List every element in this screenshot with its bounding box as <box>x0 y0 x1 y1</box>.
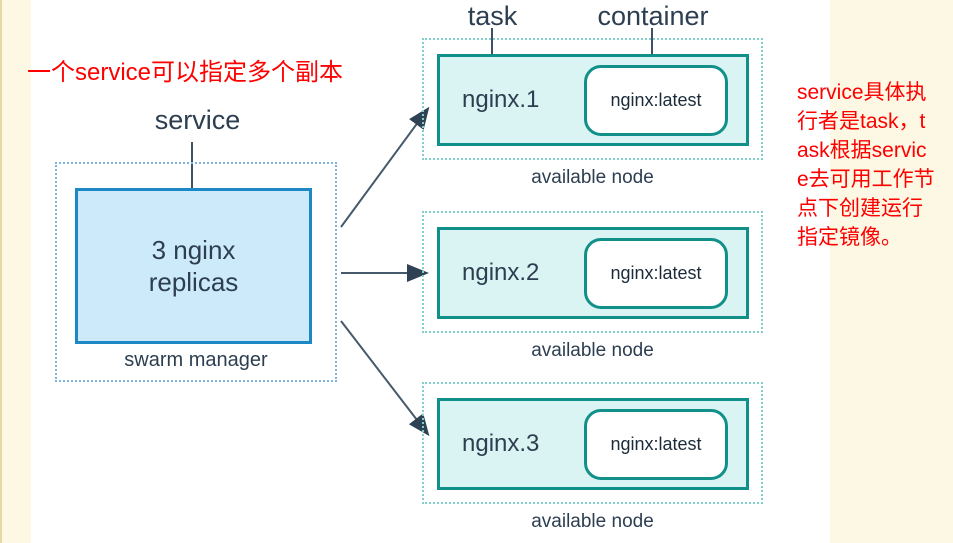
task-name-3: nginx.3 <box>462 430 540 457</box>
available-node-2: nginx.2 nginx:latest available node <box>422 211 763 362</box>
swarm-manager-node: 3 nginx replicas swarm manager <box>55 162 337 382</box>
task-label: task <box>467 1 518 31</box>
container-label: container <box>597 1 709 31</box>
note-replicas: 一个service可以指定多个副本 <box>27 59 344 86</box>
available-node-2-caption: available node <box>531 340 654 361</box>
page-edge-right <box>830 0 953 543</box>
swarm-manager-caption: swarm manager <box>124 349 268 371</box>
page-edge-border <box>0 0 2 543</box>
task-name-1: nginx.1 <box>462 86 540 113</box>
task-pointer-line <box>491 28 493 78</box>
task-box-1: nginx.1 nginx:latest <box>437 54 749 146</box>
task-box-3: nginx.3 nginx:latest <box>437 398 749 490</box>
arrow-manager-to-node-1 <box>340 106 430 228</box>
task-name-2: nginx.2 <box>462 259 540 286</box>
service-replicas-box: 3 nginx replicas <box>75 188 312 344</box>
note-task-explanation: service具体执 行者是task，t ask根据servic e去可用工作节… <box>797 81 935 249</box>
available-node-1-caption: available node <box>531 167 654 188</box>
container-chip-3: nginx:latest <box>584 408 728 480</box>
available-node-3: nginx.3 nginx:latest available node <box>422 382 763 533</box>
service-label: service <box>154 105 241 135</box>
service-pointer-line <box>191 142 193 222</box>
page-edge-left <box>0 0 31 543</box>
arrow-manager-to-node-3 <box>340 320 430 437</box>
task-box-2: nginx.2 nginx:latest <box>437 227 749 319</box>
available-node-2-border: nginx.2 nginx:latest <box>422 211 763 333</box>
available-node-3-border: nginx.3 nginx:latest <box>422 382 763 504</box>
container-chip-1: nginx:latest <box>584 64 728 136</box>
available-node-1: nginx.1 nginx:latest available node <box>422 38 763 189</box>
container-chip-2: nginx:latest <box>584 237 728 309</box>
available-node-3-caption: available node <box>531 511 654 532</box>
available-node-1-border: nginx.1 nginx:latest <box>422 38 763 160</box>
